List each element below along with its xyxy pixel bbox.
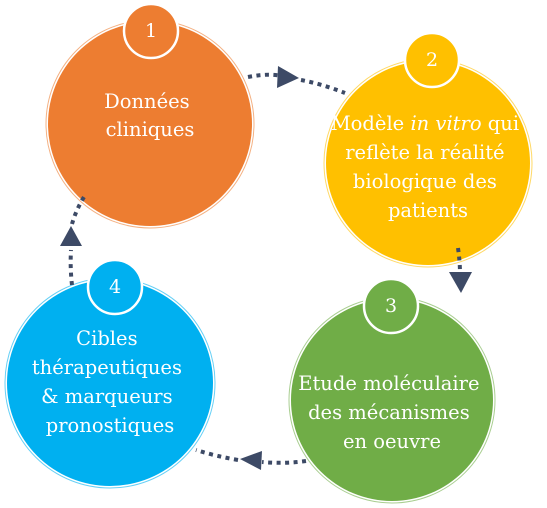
step-3-number: 3 — [385, 295, 397, 317]
step-2-line-4: patients — [388, 199, 468, 222]
step-1-circle — [48, 22, 252, 226]
step-2-line-1: Modèle in vitro qui — [331, 112, 519, 135]
step-2-number: 2 — [426, 49, 438, 71]
connector-2-to-3 — [449, 247, 472, 293]
step-2-line-2: reflète la réalité — [345, 141, 504, 164]
step-4-line-3: & marqueurs — [41, 385, 172, 408]
step-1-badge — [122, 2, 180, 60]
arrow-up-icon — [60, 226, 82, 246]
step-3-label: Etude moléculaire des mécanismes en oeuv… — [298, 372, 486, 453]
step-2-label: Modèle in vitro qui reflète la réalité b… — [331, 112, 526, 222]
step-2-badge — [403, 31, 461, 89]
step-1-number: 1 — [145, 20, 157, 42]
step-3-badge — [362, 277, 420, 335]
arrow-right-icon — [277, 66, 299, 88]
step-2-circle — [326, 61, 530, 265]
step-3-circle — [291, 299, 493, 501]
step-4-line-4: pronostiques — [46, 414, 175, 437]
step-3-line-2: des mécanismes — [308, 401, 470, 424]
step-4-node: Cibles thérapeutiques & marqueurs pronos… — [4, 258, 216, 489]
step-1-line-2: cliniques — [106, 118, 195, 141]
arrow-left-icon — [240, 451, 262, 470]
step-1-line-1: Données — [104, 90, 190, 113]
step-3-line-3: en oeuvre — [343, 430, 441, 453]
step-3-line-1: Etude moléculaire — [298, 372, 479, 395]
step-2-line-3: biologique des — [353, 170, 497, 193]
connector-3-to-4 — [195, 448, 307, 470]
step-4-label: Cibles thérapeutiques & marqueurs pronos… — [32, 327, 188, 437]
step-4-line-1: Cibles — [76, 327, 137, 350]
step-1-node: Données cliniques 1 — [45, 2, 255, 229]
arrow-down-icon — [449, 272, 472, 293]
step-4-number: 4 — [109, 276, 121, 298]
step-4-line-2: thérapeutiques — [32, 356, 182, 379]
step-4-badge — [86, 258, 144, 316]
step-3-node: Etude moléculaire des mécanismes en oeuv… — [288, 277, 496, 504]
connector-4-to-1 — [60, 195, 86, 286]
step-2-node: Modèle in vitro qui reflète la réalité b… — [323, 31, 533, 268]
connector-1-to-2 — [247, 66, 346, 95]
step-1-label: Données cliniques — [104, 90, 196, 141]
step-4-circle — [7, 280, 213, 486]
